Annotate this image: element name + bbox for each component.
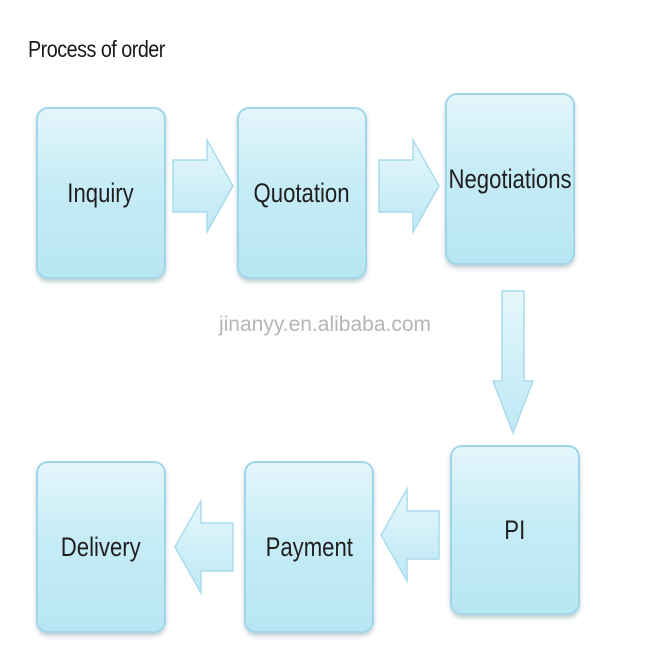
- step-payment-label: Payment: [265, 531, 353, 562]
- step-inquiry: Inquiry: [36, 107, 166, 279]
- arrow-down-icon: [491, 290, 535, 436]
- step-negotiations: Negotiations: [445, 93, 575, 265]
- arrow-left-icon: [174, 498, 234, 596]
- watermark: jinanyy.en.alibaba.com: [218, 313, 432, 336]
- step-inquiry-label: Inquiry: [67, 177, 135, 208]
- step-delivery-label: Delivery: [61, 531, 141, 562]
- step-pi-label: PI: [504, 514, 526, 545]
- arrow-left-icon: [380, 486, 440, 584]
- step-quotation-label: Quotation: [253, 177, 351, 208]
- step-pi: PI: [450, 445, 580, 615]
- arrow-right-icon: [378, 137, 440, 235]
- step-negotiations-label: Negotiations: [448, 163, 572, 194]
- diagram-title: Process of order: [28, 36, 165, 62]
- step-delivery: Delivery: [36, 461, 166, 633]
- step-payment: Payment: [244, 461, 374, 633]
- step-quotation: Quotation: [237, 107, 367, 279]
- arrow-right-icon: [172, 137, 234, 235]
